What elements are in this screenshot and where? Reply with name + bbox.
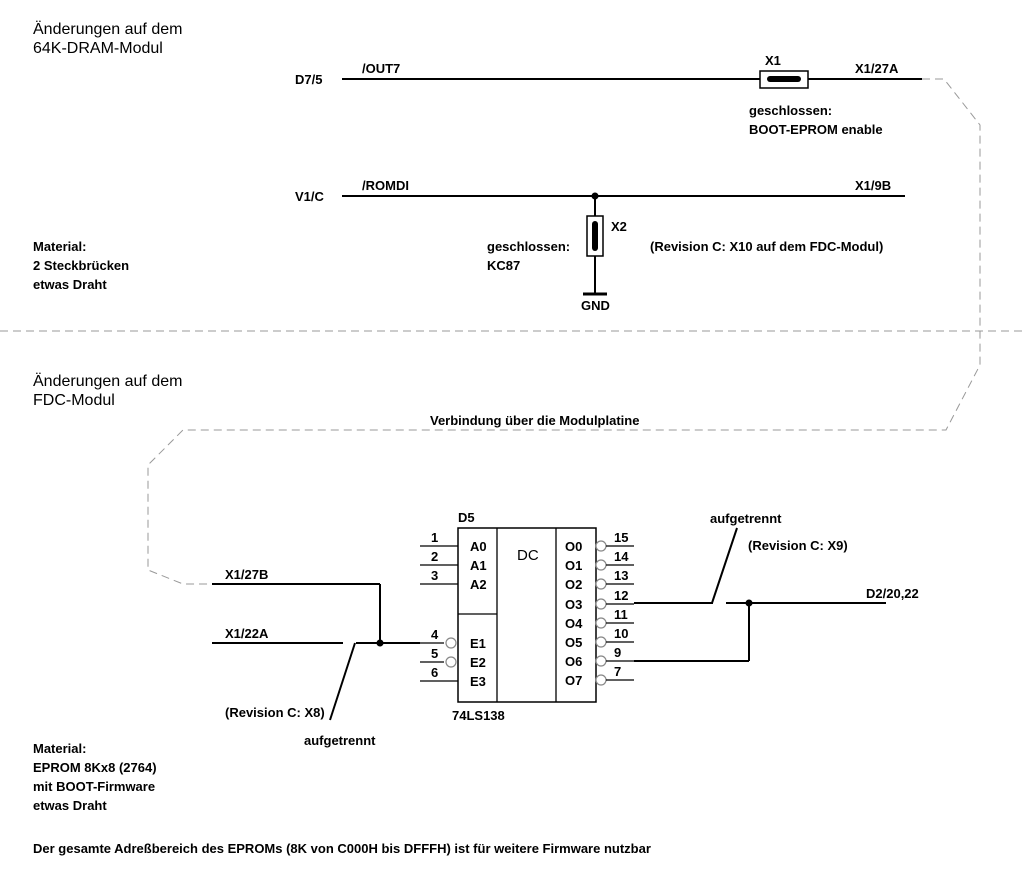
pin-o5-inversion-bubble <box>595 636 607 648</box>
rev-x8-label: (Revision C: X8) <box>225 705 325 720</box>
fdc-section-title: Änderungen auf dem FDC-Modul <box>33 372 182 409</box>
dram-material: Material: 2 Steckbrücken etwas Draht <box>33 239 129 292</box>
dram-material-line-3: etwas Draht <box>33 277 107 292</box>
out7-signal-name: /OUT7 <box>362 61 400 76</box>
pin-o0-name: O0 <box>565 539 582 554</box>
pin-e1-number: 4 <box>431 627 439 642</box>
pin-o5-number: 10 <box>614 626 628 641</box>
romdi-left-ref: V1/C <box>295 189 325 204</box>
dram-material-line-2: 2 Steckbrücken <box>33 258 129 273</box>
pin-e2-name: E2 <box>470 655 486 670</box>
jumper-x2: X2 <box>586 215 627 257</box>
footer-note: Der gesamte Adreßbereich des EPROMs (8K … <box>33 841 651 856</box>
rev-x9-label: (Revision C: X9) <box>748 538 848 553</box>
fdc-wiring: X1/27B X1/22A (Revision C: X8) aufgetren… <box>212 511 919 748</box>
pin-o0-number: 15 <box>614 530 628 545</box>
fdc-title-line-2: FDC-Modul <box>33 392 115 409</box>
pin-o7-number: 7 <box>614 664 621 679</box>
jumper-x2-label: X2 <box>611 219 627 234</box>
gnd-label: GND <box>581 298 610 313</box>
chip-type-label: 74LS138 <box>452 708 505 723</box>
pin-o3-inversion-bubble <box>595 598 607 610</box>
pin-a1-name: A1 <box>470 558 487 573</box>
jumper-x1: X1 <box>759 53 809 89</box>
dram-title-line-2: 64K-DRAM-Modul <box>33 40 163 57</box>
out7-left-ref: D7/5 <box>295 72 322 87</box>
out7-right-ref: X1/27A <box>855 61 899 76</box>
pin-a1-number: 2 <box>431 549 438 564</box>
pin-o5-name: O5 <box>565 635 582 650</box>
fdc-material-line-1: Material: <box>33 741 86 756</box>
x1-27b-label: X1/27B <box>225 567 268 582</box>
ground-symbol: GND <box>581 292 610 313</box>
romdi-right-ref: X1/9B <box>855 178 891 193</box>
romdi-signal-name: /ROMDI <box>362 178 409 193</box>
dram-title-line-1: Änderungen auf dem <box>33 20 182 38</box>
pin-a2-number: 3 <box>431 568 438 583</box>
fdc-material-line-4: etwas Draht <box>33 798 107 813</box>
x1-note-line-2: BOOT-EPROM enable <box>749 122 883 137</box>
pin-o2-inversion-bubble <box>595 578 607 590</box>
pin-e3-number: 6 <box>431 665 438 680</box>
pin-e1-name: E1 <box>470 636 486 651</box>
pin-o1-inversion-bubble <box>595 559 607 571</box>
pin-o6-name: O6 <box>565 654 582 669</box>
pin-o4-inversion-bubble <box>595 617 607 629</box>
pin-e2-inversion-bubble <box>445 656 457 668</box>
x2-note-line-2: KC87 <box>487 258 520 273</box>
fdc-material-line-3: mit BOOT-Firmware <box>33 779 155 794</box>
board-link-path <box>147 78 981 585</box>
pin-o6-inversion-bubble <box>595 655 607 667</box>
pin-e3-name: E3 <box>470 674 486 689</box>
dram-net-out7: D7/5 /OUT7 X1/27A X1 geschlossen: BOOT-E… <box>295 53 922 137</box>
x1-22a-label: X1/22A <box>225 626 269 641</box>
dram-section-title: Änderungen auf dem 64K-DRAM-Modul <box>33 20 182 57</box>
pin-a0-number: 1 <box>431 530 438 545</box>
pin-o2-number: 13 <box>614 568 628 583</box>
chip-body <box>457 527 597 703</box>
fdc-material-line-2: EPROM 8Kx8 (2764) <box>33 760 157 775</box>
pin-o0-inversion-bubble <box>595 540 607 552</box>
dram-material-line-1: Material: <box>33 239 86 254</box>
pin-o1-number: 14 <box>614 549 629 564</box>
cut-left-label: aufgetrennt <box>304 733 376 748</box>
fdc-material: Material: EPROM 8Kx8 (2764) mit BOOT-Fir… <box>33 741 157 813</box>
pin-o3-number: 12 <box>614 588 628 603</box>
fdc-title-line-1: Änderungen auf dem <box>33 372 182 390</box>
pin-o4-number: 11 <box>614 607 628 622</box>
chip-input-pins: 1A0 2A1 3A2 4E1 5E2 6E3 <box>420 530 487 689</box>
pin-e1-inversion-bubble <box>445 637 457 649</box>
pin-e2-number: 5 <box>431 646 438 661</box>
pin-o1-name: O1 <box>565 558 582 573</box>
x2-note-line-1: geschlossen: <box>487 239 570 254</box>
pin-o7-name: O7 <box>565 673 582 688</box>
pin-o4-name: O4 <box>565 616 583 631</box>
pin-o6-number: 9 <box>614 645 621 660</box>
dram-net-romdi: V1/C /ROMDI X1/9B X2 GND geschlossen: KC… <box>295 178 905 313</box>
chip-function-label: DC <box>517 547 539 564</box>
pin-o3-name: O3 <box>565 597 582 612</box>
pin-o7-inversion-bubble <box>595 674 607 686</box>
pin-o2-name: O2 <box>565 577 582 592</box>
chip-ref-label: D5 <box>458 510 475 525</box>
d2-label: D2/20,22 <box>866 586 919 601</box>
cut-x9-marker <box>711 527 738 604</box>
cut-x8-marker <box>329 642 356 721</box>
pin-a0-name: A0 <box>470 539 487 554</box>
pin-a2-name: A2 <box>470 577 487 592</box>
jumper-x1-label: X1 <box>765 53 781 68</box>
board-link-label: Verbindung über die Modulplatine <box>430 413 639 428</box>
x1-note-line-1: geschlossen: <box>749 103 832 118</box>
cut-right-label: aufgetrennt <box>710 511 782 526</box>
x2-revision-note: (Revision C: X10 auf dem FDC-Modul) <box>650 239 883 254</box>
